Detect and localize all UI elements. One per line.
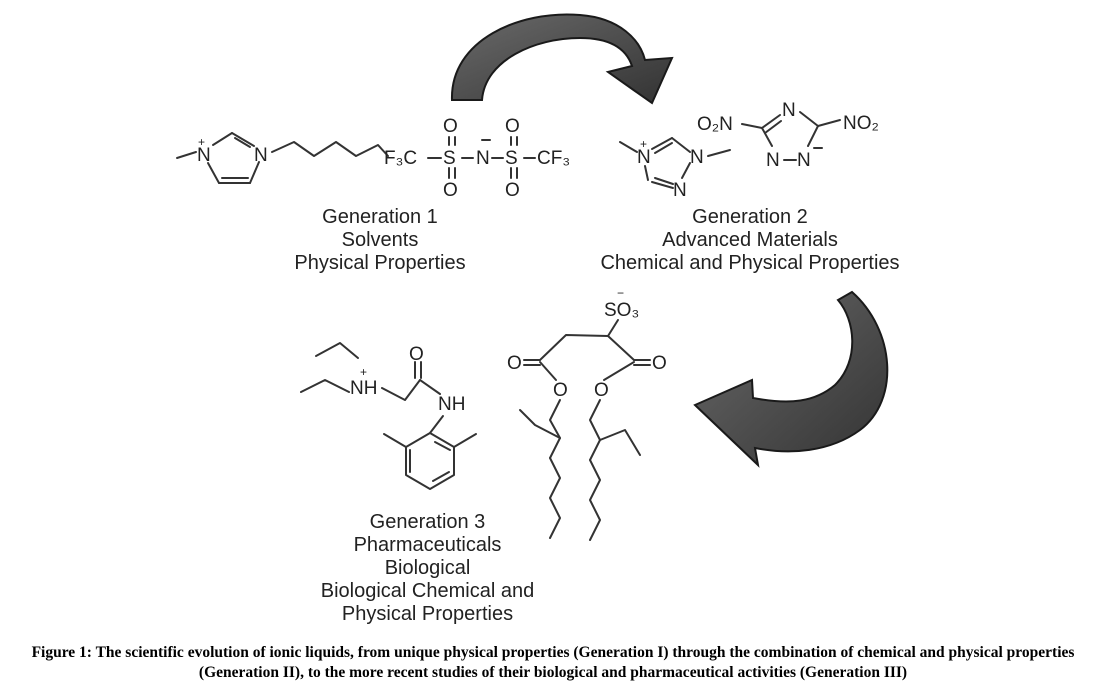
svg-text:O: O [652,353,667,374]
svg-text:−: − [617,286,624,300]
svg-text:N: N [782,100,796,121]
svg-text:O: O [443,116,458,137]
gen1-s1: S [443,148,456,169]
gen2-o2n: O₂N [697,114,733,135]
gen1-s2: S [505,148,518,169]
gen3-nh-plus: NH [350,378,377,399]
generation-1-label: Generation 1 Solvents Physical Propertie… [294,206,466,274]
svg-text:O: O [409,344,424,365]
gen2-molecule: N + N N O₂N N NO₂ N N [619,100,879,201]
gen1-anion-left: F₃C [384,148,417,169]
arrow-gen2-to-gen3 [693,290,889,468]
svg-text:O: O [505,180,520,201]
svg-text:N: N [637,147,651,168]
generation-3-label: Generation 3 Pharmaceuticals Biological … [320,511,535,625]
figure-caption: Figure 1: The scientific evolution of io… [31,644,1075,681]
svg-text:+: + [360,365,367,379]
gen3-molecule: NH + O NH SO₃ − O O O O [300,286,667,541]
svg-text:N: N [766,150,780,171]
gen3-so3: SO₃ [604,300,639,321]
svg-text:N: N [690,147,704,168]
svg-text:O: O [553,380,568,401]
svg-text:O: O [594,380,609,401]
gen3-nh: NH [438,394,465,415]
gen1-molecule: N + N F₃C S O O N S O O CF₃ [176,116,570,201]
svg-text:N: N [673,180,687,201]
generation-2-label: Generation 2 Advanced Materials Chemical… [600,206,900,274]
svg-text:O: O [505,116,520,137]
gen2-no2: NO₂ [843,113,879,134]
arrow-gen1-to-gen2 [450,13,674,105]
gen1-cation-n3: N [254,145,268,166]
svg-text:N: N [797,150,811,171]
gen1-anion-right: CF₃ [537,148,570,169]
svg-text:O: O [507,353,522,374]
gen1-cation-n1: N [197,145,211,166]
svg-text:O: O [443,180,458,201]
gen1-n: N [476,148,490,169]
svg-text:+: + [640,137,647,151]
svg-text:+: + [198,135,205,149]
